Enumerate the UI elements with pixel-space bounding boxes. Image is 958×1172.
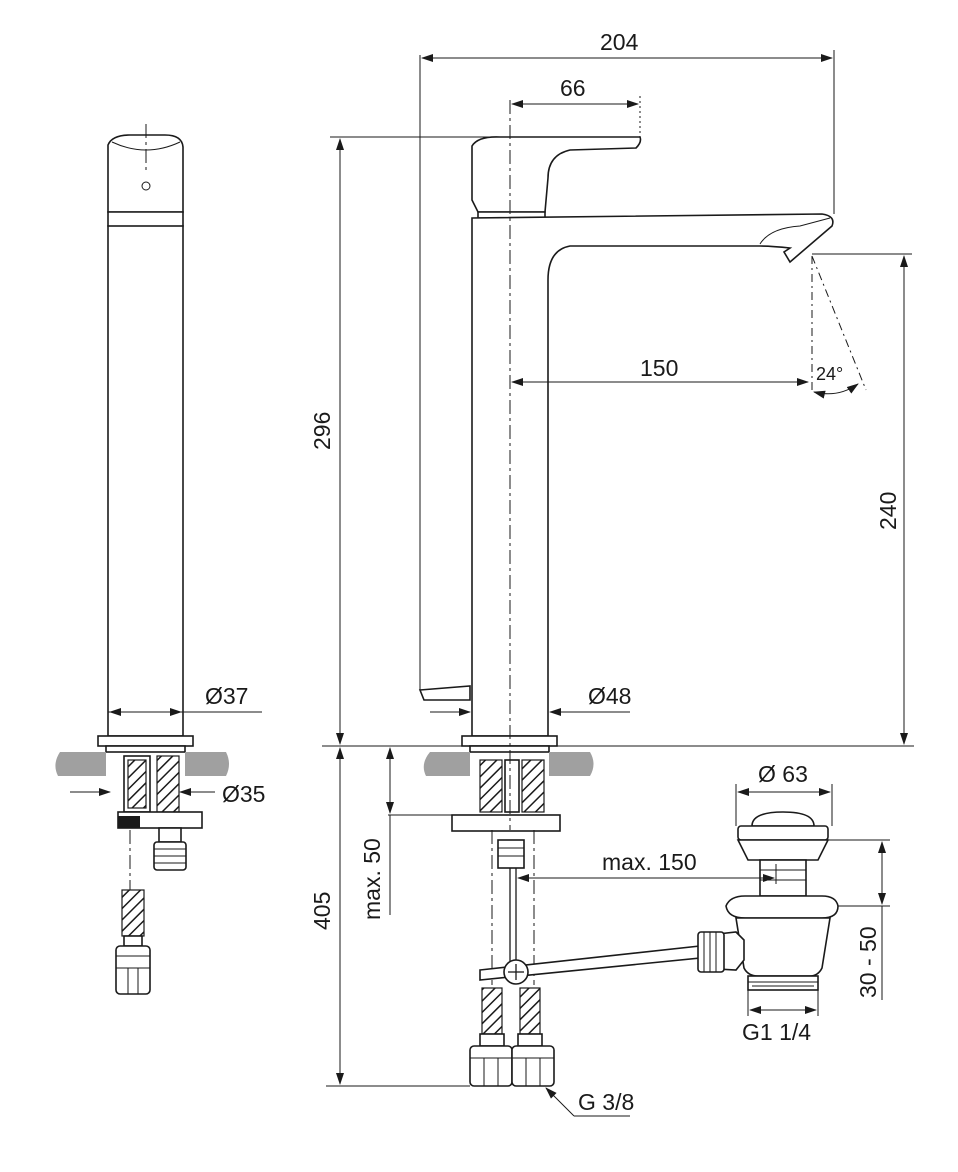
dim-405: 405 — [309, 892, 335, 930]
dim-diameter-63: Ø 63 — [758, 761, 808, 787]
dim-max-150: max. 150 — [602, 849, 697, 875]
dim-diameter-35: Ø35 — [222, 781, 265, 807]
dimension-lines: 204 66 296 150 24° 240 Ø48 405 — [309, 29, 914, 1117]
side-countertop — [55, 752, 106, 776]
dim-angle: 24° — [816, 364, 843, 384]
dim-g-3-8: G 3/8 — [578, 1089, 634, 1115]
side-view: Ø37 Ø35 — [55, 124, 265, 995]
dim-max-50: max. 50 — [359, 838, 385, 920]
dim-diameter-48: Ø48 — [588, 683, 631, 709]
dim-66: 66 — [560, 75, 586, 101]
front-view — [418, 55, 834, 1087]
side-lever-hole — [141, 181, 151, 191]
dim-30-50: 30 - 50 — [855, 926, 881, 998]
dim-150: 150 — [640, 355, 678, 381]
front-lever — [471, 136, 642, 213]
front-countertop — [423, 752, 470, 776]
dim-296: 296 — [309, 412, 335, 450]
dim-204: 204 — [600, 29, 639, 55]
waste-assembly — [697, 811, 839, 991]
side-body — [107, 225, 184, 737]
side-lever — [107, 134, 184, 213]
dim-240: 240 — [875, 492, 901, 530]
dim-g1-1-4: G1 1/4 — [742, 1019, 811, 1045]
front-spout — [471, 213, 834, 737]
dim-diameter-37: Ø37 — [205, 683, 248, 709]
